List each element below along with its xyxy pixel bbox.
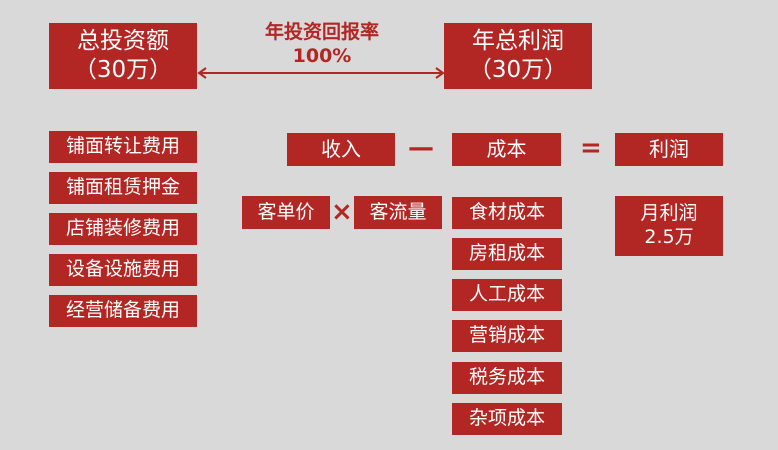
cost-box: 成本 bbox=[452, 133, 561, 166]
investment-item: 经营储备费用 bbox=[49, 295, 197, 327]
monthly-profit-value: 2.5万 bbox=[644, 226, 694, 248]
total-investment-value: （30万） bbox=[73, 57, 173, 83]
roi-label: 年投资回报率 bbox=[264, 21, 379, 43]
cost-item: 杂项成本 bbox=[452, 403, 562, 435]
investment-item: 店铺装修费用 bbox=[49, 213, 197, 245]
roi-value: 100% bbox=[292, 45, 352, 67]
annual-profit-box: 年总利润 （30万） bbox=[444, 23, 592, 89]
cost-item: 房租成本 bbox=[452, 238, 562, 270]
cost-item: 人工成本 bbox=[452, 279, 562, 311]
total-investment-box: 总投资额 （30万） bbox=[49, 23, 197, 89]
monthly-profit-title: 月利润 bbox=[640, 202, 698, 225]
traffic-box: 客流量 bbox=[354, 196, 442, 229]
investment-item: 设备设施费用 bbox=[49, 254, 197, 286]
cost-item: 税务成本 bbox=[452, 362, 562, 394]
annual-profit-title: 年总利润 bbox=[472, 28, 564, 55]
total-investment-title: 总投资额 bbox=[77, 28, 169, 55]
monthly-profit-box: 月利润 2.5万 bbox=[615, 196, 723, 256]
annual-profit-value: （30万） bbox=[468, 57, 568, 83]
investment-item: 铺面转让费用 bbox=[49, 131, 197, 163]
revenue-box: 收入 bbox=[287, 133, 395, 166]
cost-item: 食材成本 bbox=[452, 197, 562, 229]
investment-item: 铺面租赁押金 bbox=[49, 172, 197, 204]
equals-sign: = bbox=[580, 133, 602, 163]
cost-item: 营销成本 bbox=[452, 320, 562, 352]
unit-price-box: 客单价 bbox=[242, 196, 330, 229]
times-sign: × bbox=[331, 197, 353, 227]
minus-sign: — bbox=[408, 133, 434, 163]
profit-box: 利润 bbox=[615, 133, 723, 166]
